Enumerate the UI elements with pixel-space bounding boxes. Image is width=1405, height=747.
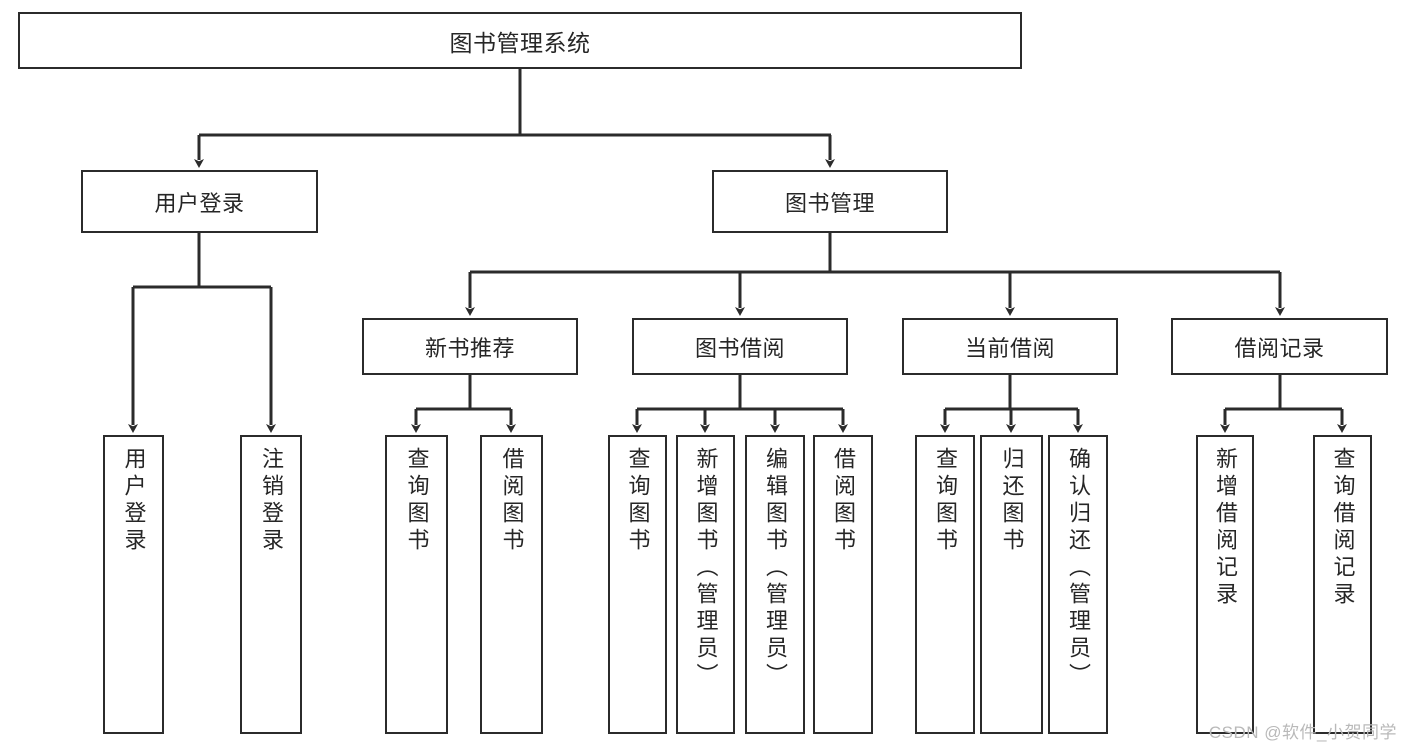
leaf-add-borrow-record-label: 新增借阅记录 — [1213, 447, 1238, 609]
leaf-query-borrow-record[interactable]: 查询借阅记录 — [1313, 435, 1372, 734]
leaf-user-login-label: 用户登录 — [121, 447, 147, 555]
leaf-add-book-admin[interactable]: 新增图书（管理员） — [676, 435, 735, 734]
leaf-confirm-return-admin-label: 确认归还（管理员） — [1066, 447, 1091, 690]
node-borrow-record[interactable]: 借阅记录 — [1171, 318, 1388, 375]
node-current-borrow[interactable]: 当前借阅 — [902, 318, 1118, 375]
leaf-add-borrow-record[interactable]: 新增借阅记录 — [1196, 435, 1254, 734]
node-new-book-recommend[interactable]: 新书推荐 — [362, 318, 578, 375]
node-user-login[interactable]: 用户登录 — [81, 170, 318, 233]
node-new-book-recommend-label: 新书推荐 — [424, 335, 515, 361]
leaf-borrow-book-recommend[interactable]: 借阅图书 — [480, 435, 543, 734]
leaf-borrow-book-label: 借阅图书 — [831, 447, 856, 555]
node-borrow-record-label: 借阅记录 — [1234, 335, 1325, 361]
node-user-login-label: 用户登录 — [154, 190, 245, 216]
leaf-query-borrow-record-label: 查询借阅记录 — [1330, 447, 1356, 609]
node-book-management[interactable]: 图书管理 — [712, 170, 948, 233]
leaf-query-book-current[interactable]: 查询图书 — [915, 435, 975, 734]
node-current-borrow-label: 当前借阅 — [964, 335, 1055, 361]
leaf-logout-label: 注销登录 — [259, 447, 284, 555]
leaf-query-book-recommend[interactable]: 查询图书 — [385, 435, 448, 734]
leaf-return-book-label: 归还图书 — [999, 447, 1025, 555]
leaf-user-login[interactable]: 用户登录 — [103, 435, 164, 734]
watermark: CSDN @软件_小贺同学 — [1208, 723, 1397, 742]
leaf-query-book-recommend-label: 查询图书 — [404, 447, 430, 555]
node-book-borrow[interactable]: 图书借阅 — [632, 318, 848, 375]
leaf-return-book[interactable]: 归还图书 — [980, 435, 1043, 734]
leaf-query-book-borrow-label: 查询图书 — [625, 447, 651, 555]
leaf-confirm-return-admin[interactable]: 确认归还（管理员） — [1048, 435, 1108, 734]
leaf-borrow-book[interactable]: 借阅图书 — [813, 435, 873, 734]
node-book-management-label: 图书管理 — [784, 190, 875, 216]
leaf-query-book-borrow[interactable]: 查询图书 — [608, 435, 667, 734]
leaf-edit-book-admin[interactable]: 编辑图书（管理员） — [745, 435, 805, 734]
node-root[interactable]: 图书管理系统 — [18, 12, 1022, 69]
node-root-label: 图书管理系统 — [449, 29, 591, 56]
leaf-logout[interactable]: 注销登录 — [240, 435, 302, 734]
node-book-borrow-label: 图书借阅 — [694, 335, 785, 361]
leaf-edit-book-admin-label: 编辑图书（管理员） — [763, 447, 788, 690]
leaf-add-book-admin-label: 新增图书（管理员） — [693, 447, 719, 690]
leaf-query-book-current-label: 查询图书 — [933, 447, 958, 555]
leaf-borrow-book-recommend-label: 借阅图书 — [499, 447, 525, 555]
